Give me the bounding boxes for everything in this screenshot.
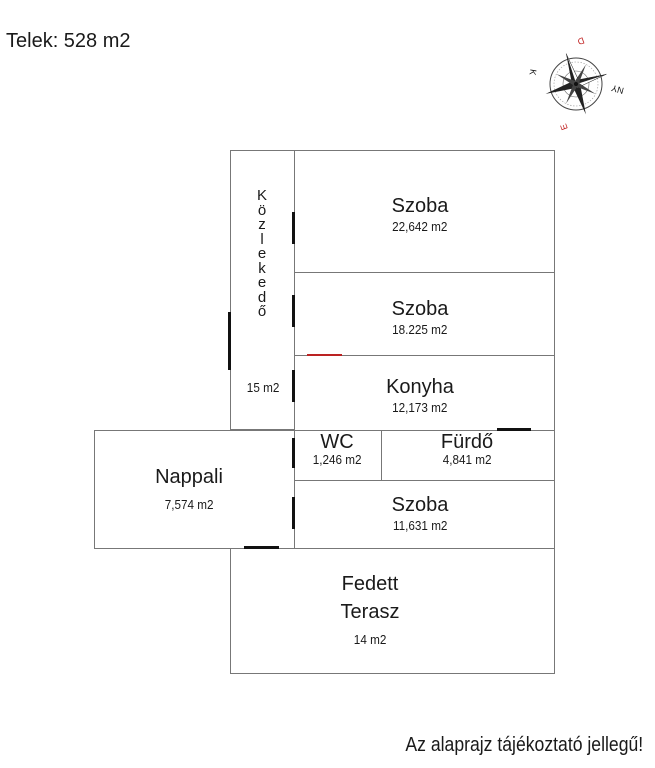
terasz-label: Fedett Terasz 14 m2 [340, 573, 400, 647]
door-szoba-1 [292, 212, 295, 244]
compass-label-d: D [576, 35, 586, 47]
room-szoba-3 [294, 480, 555, 549]
nappali-label: Nappali 7,574 m2 [155, 466, 223, 512]
konyha-label: Konyha 12,173 m2 [386, 376, 454, 415]
plot-area-label: Telek: 528 m2 [6, 30, 131, 52]
compass-label-e: E [558, 122, 569, 131]
door-konyha [292, 370, 295, 402]
room-szoba-2 [294, 272, 555, 356]
door-furdo-window [497, 428, 531, 431]
compass-label-ny: NY [610, 83, 625, 96]
room-furdo [381, 430, 555, 481]
room-kozlekedo [230, 150, 295, 430]
kozlekedo-area: 15 m2 [246, 380, 280, 395]
furdo-label: Fürdő 4,841 m2 [440, 431, 494, 467]
door-wc [292, 438, 295, 468]
room-wc [294, 430, 382, 481]
room-konyha [294, 355, 555, 431]
door-entrance [228, 312, 231, 370]
door-szoba-2-bottom [307, 354, 342, 356]
door-szoba-2 [292, 295, 295, 327]
szoba-3-label: Szoba 11,631 m2 [391, 494, 449, 533]
room-fedett-terasz [230, 548, 555, 674]
door-szoba-3 [292, 497, 295, 529]
szoba-1-label: Szoba 22,642 m2 [391, 195, 449, 234]
wc-label: WC 1,246 m2 [312, 431, 362, 467]
compass-rose-icon: D NY E K [528, 35, 625, 131]
compass-label-k: K [528, 68, 539, 76]
room-nappali [94, 430, 295, 549]
szoba-2-label: Szoba 18.225 m2 [391, 298, 449, 337]
door-nappali-terasz [244, 546, 279, 549]
disclaimer-note: Az alaprajz tájékoztató jellegű! [405, 734, 643, 756]
